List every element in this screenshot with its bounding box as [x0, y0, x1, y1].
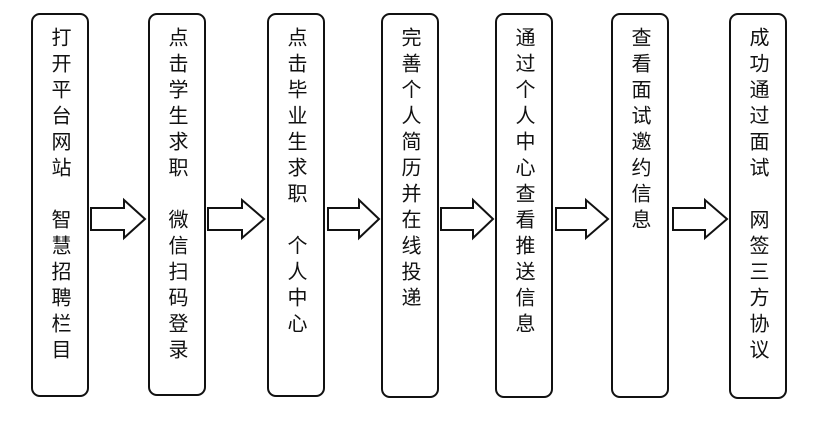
flow-step-7-label: 成功通过面试 网签三方协议 — [746, 27, 770, 365]
flow-step-1-label: 打开平台网站 智慧招聘栏目 — [48, 27, 72, 365]
flow-step-5: 通过个人中心查看推送信息 — [495, 13, 553, 398]
flow-step-6: 查看面试邀约信息 — [611, 13, 669, 398]
flow-arrow-6 — [672, 197, 729, 241]
flow-arrow-1 — [90, 197, 147, 241]
flow-step-1: 打开平台网站 智慧招聘栏目 — [31, 13, 89, 397]
flow-arrow-4 — [440, 197, 495, 241]
flow-arrow-3 — [327, 197, 381, 241]
flow-step-6-label: 查看面试邀约信息 — [628, 27, 652, 235]
flow-step-4-label: 完善个人简历并在线投递 — [398, 27, 422, 313]
flow-arrow-2 — [207, 197, 266, 241]
flow-step-4: 完善个人简历并在线投递 — [381, 13, 439, 398]
flow-step-2: 点击学生求职 微信扫码登录 — [148, 13, 206, 396]
flow-step-5-label: 通过个人中心查看推送信息 — [512, 27, 536, 339]
flow-arrow-5 — [555, 197, 610, 241]
flow-step-3-label: 点击毕业生求职 个人中心 — [284, 27, 308, 339]
flow-step-2-label: 点击学生求职 微信扫码登录 — [165, 27, 189, 365]
flow-step-3: 点击毕业生求职 个人中心 — [267, 13, 325, 397]
flow-step-7: 成功通过面试 网签三方协议 — [729, 13, 787, 399]
